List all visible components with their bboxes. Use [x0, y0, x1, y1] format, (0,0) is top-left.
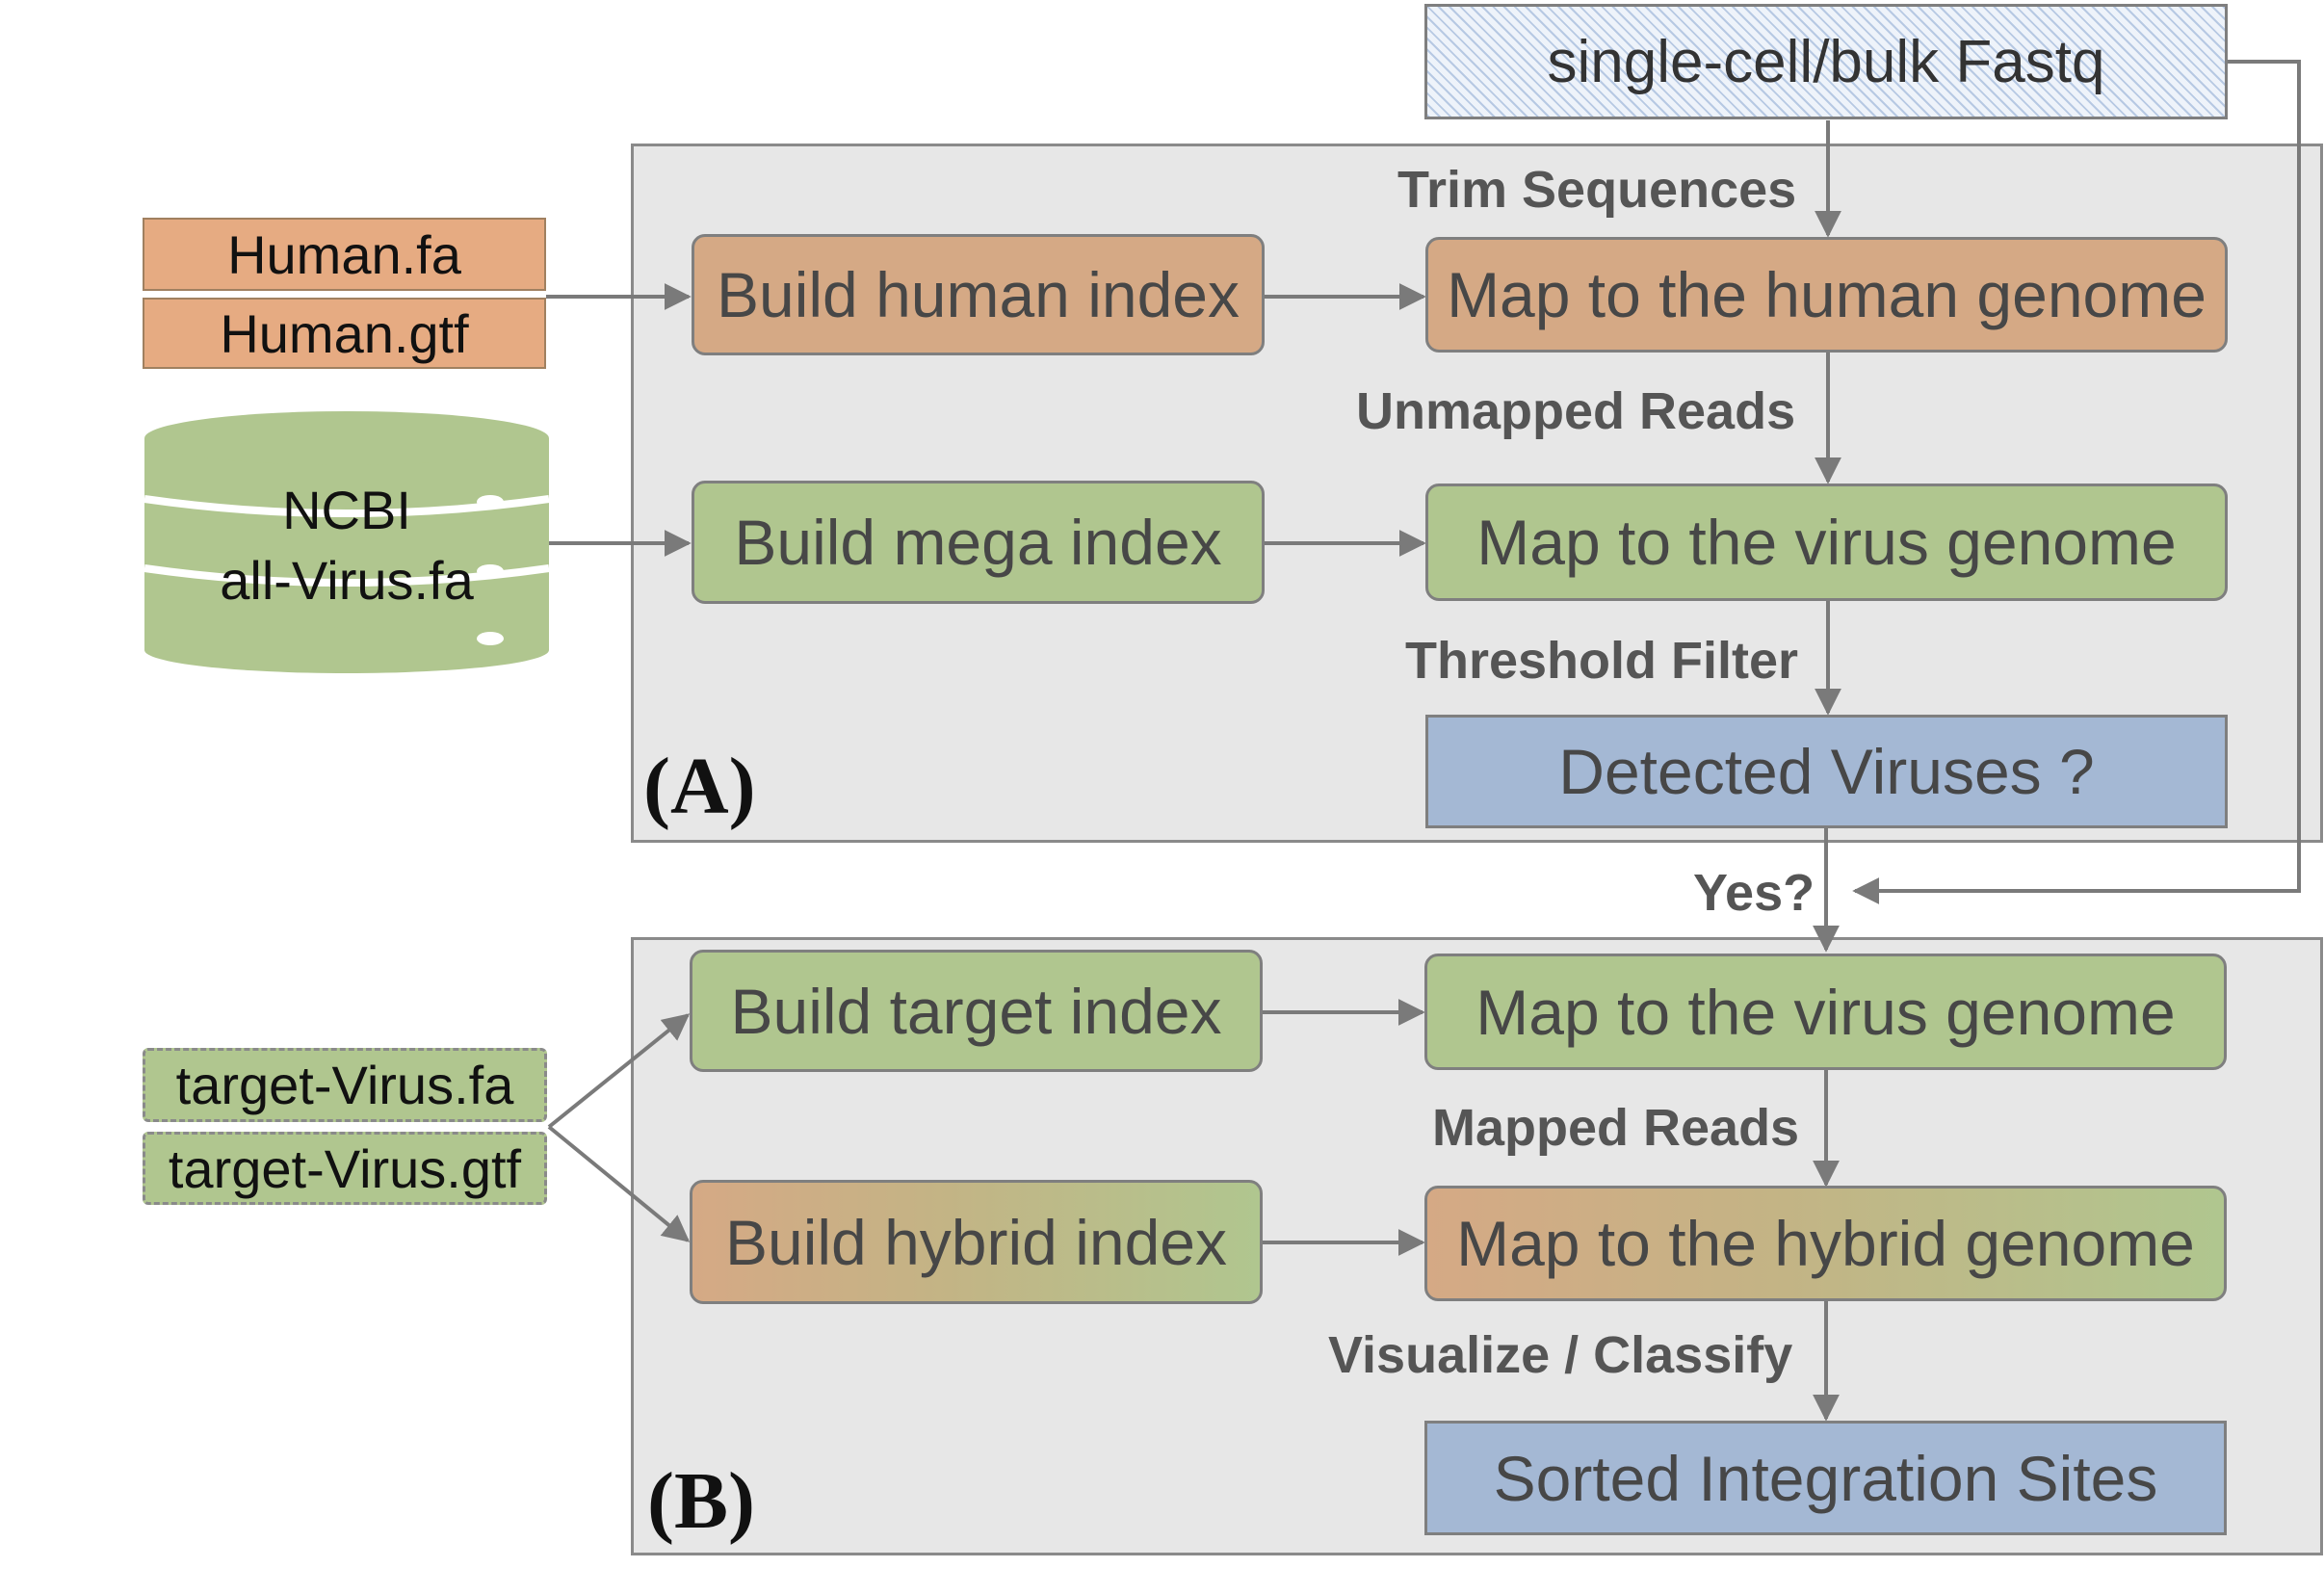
map-hybrid-genome-label: Map to the hybrid genome — [1456, 1208, 2195, 1279]
build-target-index: Build target index — [690, 950, 1263, 1072]
map-human-genome: Map to the human genome — [1425, 237, 2228, 353]
human-gtf-label: Human.gtf — [220, 302, 469, 364]
detected-viruses-label: Detected Viruses ? — [1558, 736, 2095, 807]
edge-label-unmapped: Unmapped Reads — [1356, 382, 1796, 440]
target-fa-input: target-Virus.fa — [143, 1048, 547, 1122]
human-fa-label: Human.fa — [227, 223, 461, 285]
target-fa-label: target-Virus.fa — [175, 1055, 514, 1115]
sorted-integration-sites-label: Sorted Integration Sites — [1493, 1442, 2158, 1514]
build-human-index-label: Build human index — [716, 259, 1240, 330]
database-line2: all-Virus.fa — [220, 550, 474, 611]
build-mega-index-label: Build mega index — [734, 507, 1222, 578]
detected-viruses: Detected Viruses ? — [1425, 715, 2228, 828]
build-hybrid-index: Build hybrid index — [690, 1180, 1263, 1304]
edge-label-visualize: Visualize / Classify — [1328, 1326, 1793, 1384]
human-fa-input: Human.fa — [143, 218, 546, 291]
fastq-label: single-cell/bulk Fastq — [1547, 28, 2105, 95]
sorted-integration-sites: Sorted Integration Sites — [1424, 1421, 2227, 1535]
build-mega-index: Build mega index — [692, 481, 1265, 604]
target-gtf-input: target-Virus.gtf — [143, 1132, 547, 1205]
map-human-genome-label: Map to the human genome — [1447, 259, 2206, 330]
map-virus-genome-a: Map to the virus genome — [1425, 483, 2228, 601]
map-virus-genome-a-label: Map to the virus genome — [1476, 507, 2177, 578]
arrow-fastq-bypass — [1852, 60, 2301, 904]
panel-b-label: (B) — [647, 1456, 755, 1546]
build-human-index: Build human index — [692, 234, 1265, 355]
edge-label-mapped: Mapped Reads — [1432, 1099, 1800, 1157]
target-gtf-label: target-Virus.gtf — [168, 1137, 522, 1199]
build-hybrid-index-label: Build hybrid index — [725, 1206, 1227, 1278]
human-gtf-input: Human.gtf — [143, 298, 546, 369]
edge-label-trim: Trim Sequences — [1397, 161, 1797, 219]
map-virus-genome-b: Map to the virus genome — [1424, 954, 2227, 1070]
arrow-target-to-build-hybrid — [547, 1125, 691, 1242]
edge-label-yes: Yes? — [1693, 864, 1815, 922]
map-virus-genome-b-label: Map to the virus genome — [1475, 976, 2176, 1048]
arrow-target-to-build-target — [547, 1013, 691, 1129]
database-icon — [144, 411, 550, 673]
panel-a-label: (A) — [643, 742, 756, 831]
fastq-input: single-cell/bulk Fastq — [1424, 4, 2228, 119]
edge-label-threshold: Threshold Filter — [1405, 632, 1799, 690]
map-hybrid-genome: Map to the hybrid genome — [1424, 1186, 2227, 1301]
build-target-index-label: Build target index — [730, 975, 1222, 1047]
database-line1: NCBI — [282, 480, 411, 540]
